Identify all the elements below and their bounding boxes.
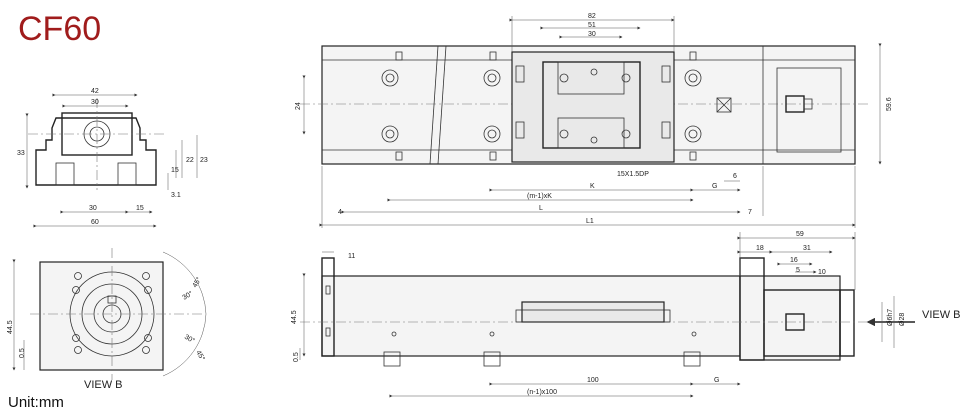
dim-0-5-side: 0.5 <box>293 352 300 362</box>
rail-holes <box>381 51 702 161</box>
dim-10: 10 <box>818 269 826 276</box>
dim-59: 59 <box>796 231 804 238</box>
angle-45-upper: 45° <box>191 276 203 289</box>
dim-42: 42 <box>91 88 99 95</box>
top-view: 82 51 30 24 59.6 15X1.5DP K G 6 (m-1)xK … <box>295 13 893 228</box>
dim-15-bottom: 15 <box>136 205 144 212</box>
model-title: CF60 <box>18 10 102 48</box>
dim-100: 100 <box>587 377 599 384</box>
dim-k: K <box>590 183 595 190</box>
dim-n-1-100: (n-1)x100 <box>527 389 557 396</box>
dim-33: 33 <box>17 150 25 157</box>
angle-30-upper: 30° <box>181 289 194 301</box>
angle-45-lower: 45° <box>194 349 206 362</box>
dim-0-5: 0.5 <box>19 348 26 358</box>
angle-30-lower: 30° <box>183 333 196 345</box>
view-b: 45° 30° 30° 45° 44.5 0.5 VIEW B <box>7 248 207 391</box>
front-view: 42 30 33 22 23 15 3.1 30 15 60 <box>17 88 208 228</box>
dim-g: G <box>712 183 717 190</box>
dim-6: 6 <box>733 173 737 180</box>
dim-24: 24 <box>295 102 302 110</box>
dim-4: 4 <box>338 209 342 216</box>
dim-phi6h7: Ø6h7 <box>887 309 894 326</box>
unit-label: Unit:mm <box>8 394 64 411</box>
dim-60: 60 <box>91 219 99 226</box>
dim-l: L <box>539 205 543 212</box>
dim-phi28: Ø28 <box>899 313 906 326</box>
dim-3-1: 3.1 <box>171 192 181 199</box>
dim-30: 30 <box>91 99 99 106</box>
dim-7: 7 <box>748 209 752 216</box>
dim-22: 22 <box>186 157 194 164</box>
view-b-arrow-label: VIEW B <box>922 309 961 321</box>
dim-11: 11 <box>348 253 355 260</box>
motor-end <box>716 46 842 164</box>
dim-16: 16 <box>790 257 798 264</box>
dim-44-5-side: 44.5 <box>291 310 298 324</box>
dim-18: 18 <box>756 245 764 252</box>
carriage <box>511 51 675 163</box>
dim-82: 82 <box>588 13 596 20</box>
dim-g-side: G <box>714 377 719 384</box>
dim-15-vertical: 15 <box>171 167 179 174</box>
dim-31: 31 <box>803 245 811 252</box>
dim-30-top: 30 <box>588 31 596 38</box>
dim-44-5: 44.5 <box>7 320 14 334</box>
dim-5: 5 <box>796 267 800 274</box>
dim-l1: L1 <box>586 218 594 225</box>
dim-30-bottom: 30 <box>89 205 97 212</box>
view-b-label: VIEW B <box>84 379 123 391</box>
side-view: VIEW B 11 44.5 0.5 59 18 31 16 5 10 Ø6h7… <box>291 231 961 398</box>
dim-51: 51 <box>588 22 596 29</box>
dim-m-1-k: (m-1)xK <box>527 193 552 200</box>
dim-15x1-5dp: 15X1.5DP <box>617 171 649 178</box>
dim-59-6: 59.6 <box>886 97 893 111</box>
dim-23: 23 <box>200 157 208 164</box>
